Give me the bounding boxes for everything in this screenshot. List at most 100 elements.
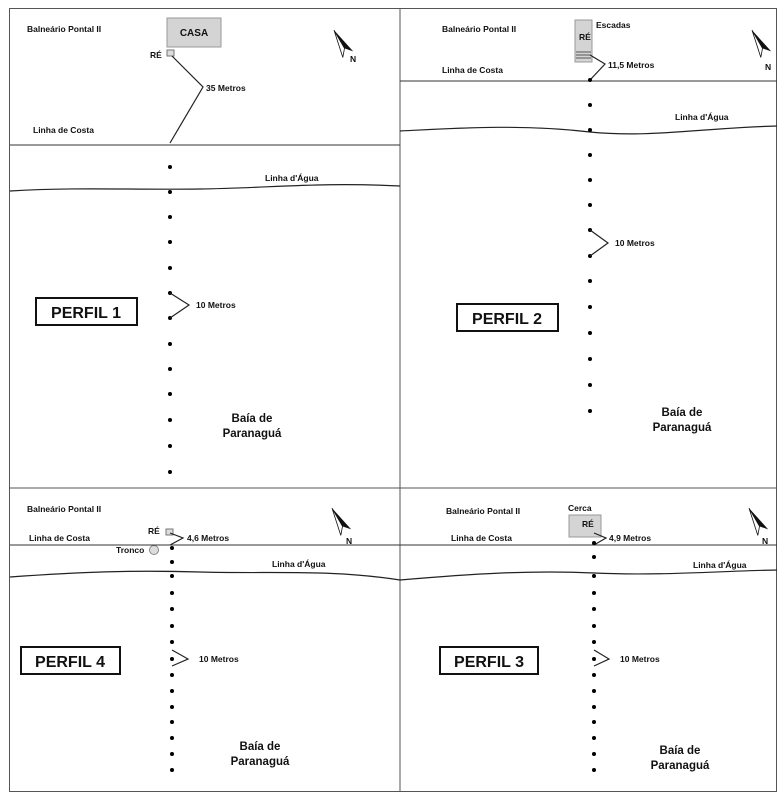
north-label: N (346, 536, 352, 546)
profile-point (170, 705, 174, 709)
profile-points (168, 165, 172, 474)
house-marker (166, 17, 222, 48)
north-label: N (762, 536, 768, 546)
re-label: RÉ (150, 50, 162, 60)
profile-point (592, 689, 596, 693)
profile-title: PERFIL 1 (51, 305, 121, 322)
profile-point (168, 444, 172, 448)
profile-point (170, 574, 174, 578)
distance-leader-line (169, 532, 185, 546)
profile-point (168, 266, 172, 270)
bay-label-line1: Baía de (240, 741, 281, 753)
profile-point (588, 305, 592, 309)
profile-point (170, 720, 174, 724)
profile-point (170, 546, 174, 550)
profile-point (170, 657, 174, 661)
profile-point (170, 607, 174, 611)
profile-point (592, 574, 596, 578)
trunk-marker (149, 545, 159, 555)
profile-point (592, 591, 596, 595)
beach-name-label: Balneário Pontal II (446, 506, 520, 516)
bay-label-line1: Baía de (662, 407, 703, 419)
profile-point (592, 673, 596, 677)
profile-4-panel: Balneário Pontal II RÉ 4,6 Metros Linha … (9, 504, 401, 772)
coastline-label: Linha de Costa (451, 533, 512, 543)
north-arrow-icon (748, 507, 769, 536)
waterline-label: Linha d'Água (693, 560, 747, 570)
profile-point (168, 392, 172, 396)
profile-point (592, 705, 596, 709)
profile-point (168, 240, 172, 244)
bay-label-line1: Baía de (232, 413, 273, 425)
coastline-label: Linha de Costa (29, 533, 90, 543)
profile-point (592, 736, 596, 740)
profile-point (170, 640, 174, 644)
beach-name-label: Balneário Pontal II (27, 24, 101, 34)
coastline-label: Linha de Costa (33, 125, 94, 135)
profile-point (170, 624, 174, 628)
spacing-label: 10 Metros (615, 238, 655, 248)
spacing-bracket (171, 649, 190, 667)
north-label: N (350, 54, 356, 64)
profile-point (592, 752, 596, 756)
bay-label-line2: Paranaguá (651, 760, 710, 772)
waterline (9, 570, 401, 581)
re-marker (166, 49, 175, 57)
first-distance-label: 4,9 Metros (609, 533, 651, 543)
bay-label-line2: Paranaguá (231, 756, 290, 768)
distance-leader-line (593, 532, 608, 546)
bay-label-line2: Paranaguá (223, 428, 282, 440)
profile-title: PERFIL 4 (35, 654, 105, 671)
profile-point (170, 689, 174, 693)
fence-marker (568, 514, 602, 538)
first-distance-label: 35 Metros (206, 83, 246, 93)
profile-points (592, 541, 596, 772)
profile-point (588, 78, 592, 82)
stairs-label: Escadas (596, 20, 631, 30)
profile-point (588, 153, 592, 157)
fence-label: Cerca (568, 503, 592, 513)
beach-name-label: Balneário Pontal II (27, 504, 101, 514)
profile-point (592, 768, 596, 772)
trunk-label: Tronco (116, 545, 144, 555)
profile-title: PERFIL 3 (454, 654, 524, 671)
figure-border (9, 8, 777, 792)
re-label: RÉ (148, 526, 160, 536)
re-label: RÉ (582, 519, 594, 529)
profile-point (592, 555, 596, 559)
profile-point (170, 736, 174, 740)
profile-point (168, 470, 172, 474)
coastline-label: Linha de Costa (442, 65, 503, 75)
bay-label-line1: Baía de (660, 745, 701, 757)
bay-label-line2: Paranaguá (653, 422, 712, 434)
profile-point (588, 128, 592, 132)
profile-point (168, 418, 172, 422)
first-distance-label: 11,5 Metros (608, 60, 655, 70)
re-label: RÉ (579, 32, 591, 42)
profile-point (170, 560, 174, 564)
profile-point (588, 331, 592, 335)
profile-1-panel: Balneário Pontal II CASA RÉ 35 Metros Li… (9, 17, 401, 474)
waterline (9, 184, 401, 192)
spacing-bracket (169, 292, 191, 319)
profile-point (592, 657, 596, 661)
profile-title-box (439, 646, 539, 675)
re-marker (165, 528, 174, 536)
profile-point (588, 357, 592, 361)
north-arrow-icon (331, 507, 352, 536)
spacing-bracket (593, 649, 611, 667)
profile-point (168, 367, 172, 371)
profile-title-box (456, 303, 559, 332)
profile-point (588, 103, 592, 107)
profile-point (168, 342, 172, 346)
north-arrow-icon (333, 29, 354, 58)
profile-title-box (35, 297, 138, 326)
north-label: N (765, 62, 771, 72)
profile-point (592, 720, 596, 724)
waterline-label: Linha d'Água (675, 112, 729, 122)
distance-leader-line (589, 54, 606, 81)
profile-points (588, 78, 592, 413)
profile-point (592, 607, 596, 611)
waterline-label: Linha d'Água (272, 559, 326, 569)
profile-point (588, 409, 592, 413)
